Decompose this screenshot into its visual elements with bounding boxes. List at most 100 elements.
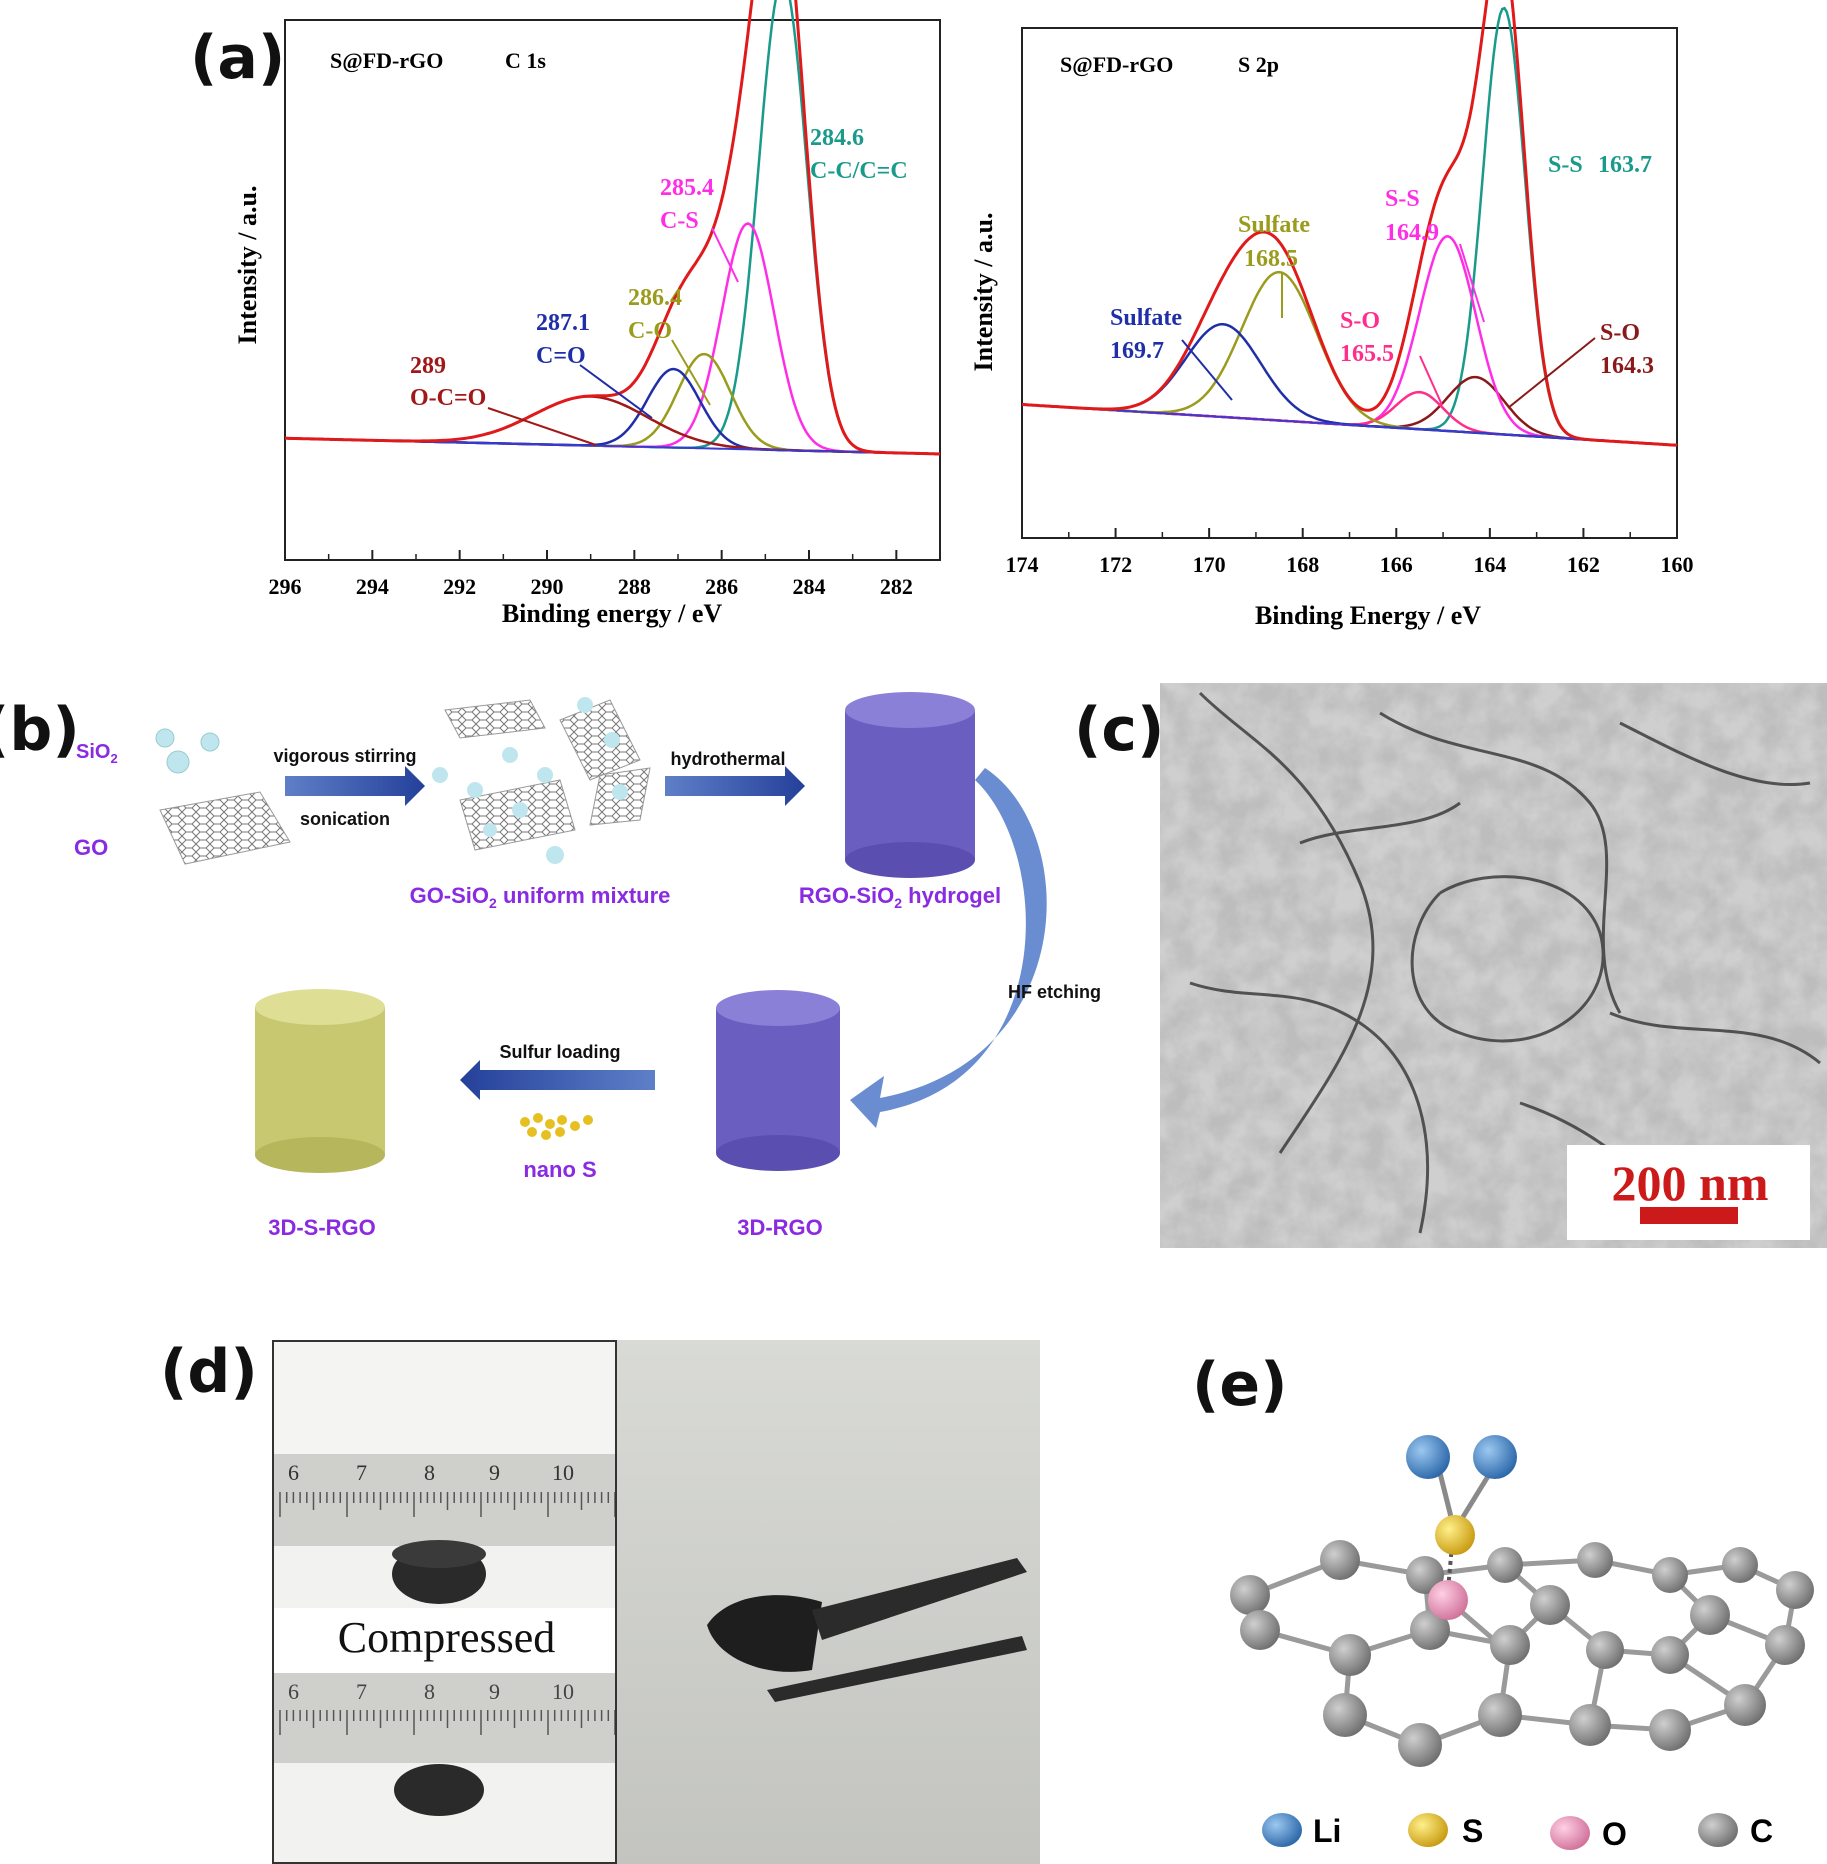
photo-compressed-comparison: 6 7 8 9 10 Compressed 6 7 8 9 10 [272, 1340, 617, 1864]
carbon-atoms [1230, 1540, 1814, 1767]
hydrogel-label: RGO-SiO2 hydrogel [799, 883, 1001, 911]
go-sheet [159, 791, 291, 865]
s2p-ann-so2-value: 165.5 [1340, 341, 1394, 367]
s2p-xlabel: Binding Energy / eV [1255, 601, 1481, 630]
lithium-atom-2 [1473, 1435, 1517, 1479]
rgo-cylinder [716, 990, 840, 1171]
ruler-top-9: 9 [489, 1460, 500, 1485]
panel-label-b: (b) [0, 695, 80, 765]
nano-s-cluster [520, 1113, 593, 1140]
s2p-ann-sulf2-name: Sulfate [1110, 305, 1182, 331]
s2p-ann-so2-name: S-O [1340, 308, 1380, 334]
s2p-xtick-label-168: 168 [1286, 552, 1319, 577]
panel-label-c: (c) [1074, 695, 1165, 765]
tem-image: 200 nm [1160, 683, 1827, 1248]
s2p-pointer-so1 [1507, 337, 1596, 409]
c1s-ann-co-value: 286.4 [628, 285, 682, 311]
ruler-bottom: 6 7 8 9 10 [274, 1679, 615, 1709]
s2p-pointer-ss2 [1459, 243, 1485, 323]
srgo-label: 3D-S-RGO [268, 1215, 376, 1240]
rgo-label: 3D-RGO [737, 1215, 823, 1240]
c1s-ann-cs-name: C-S [660, 208, 699, 234]
s2p-ann-sulf2-value: 169.7 [1110, 338, 1164, 364]
c1s-ann-ocoo-name: O-C=O [410, 385, 486, 411]
ruler-bottom-8: 8 [424, 1679, 435, 1704]
s2p-plot-frame [1021, 27, 1678, 539]
lithium-atom-1 [1406, 1435, 1450, 1479]
c1s-component-curve-1 [285, 222, 941, 456]
s2p-xtick-label-166: 166 [1380, 552, 1413, 577]
scale-bar-label: 200 nm [1612, 1155, 1769, 1211]
ruler-top-10: 10 [552, 1460, 574, 1485]
s2p-ann-sulf1-name: Sulfate [1238, 212, 1310, 238]
ruler-bottom-10: 10 [552, 1679, 574, 1704]
s2p-xtick-label-160: 160 [1661, 552, 1694, 577]
scale-bar-box [1567, 1145, 1810, 1240]
s2p-sample-title: S@FD-rGO [1060, 52, 1173, 77]
sulfur-atom [1435, 1515, 1475, 1555]
c1s-pointer-co [671, 339, 711, 406]
c1s-ann-cc-name: C-C/C=C [810, 158, 908, 184]
molecule-structure: Li S O C [1230, 1435, 1814, 1852]
photo-tweezers [617, 1340, 1040, 1864]
step2-label: hydrothermal [670, 749, 785, 769]
c1s-xtick-label-292: 292 [443, 574, 476, 599]
sio2-label: SiO2 [76, 741, 118, 766]
s2p-xtick-label-162: 162 [1567, 552, 1600, 577]
s2p-baseline [1021, 403, 1678, 447]
c1s-ann-cc-value: 284.6 [810, 125, 864, 151]
step4-label: Sulfur loading [500, 1042, 621, 1062]
legend-li-swatch [1262, 1813, 1302, 1847]
c1s-ann-c=o-value: 287.1 [536, 310, 590, 336]
s2p-ann-ss1-value: 163.7 [1598, 152, 1652, 178]
c1s-region-title: C 1s [505, 48, 546, 73]
atom-legend: Li S O C [1262, 1813, 1773, 1852]
s2p-pointer-sulf2 [1181, 339, 1233, 401]
ruler-bottom-7: 7 [356, 1679, 367, 1704]
c1s-envelope-curve [285, 0, 941, 456]
c1s-xtick-label-294: 294 [356, 574, 389, 599]
scale-bar [1640, 1207, 1738, 1224]
legend-o-swatch [1550, 1816, 1590, 1850]
s2p-ann-so1-value: 164.3 [1600, 353, 1654, 379]
c1s-sample-title: S@FD-rGO [330, 48, 443, 73]
s2p-ann-sulf1-value: 168.5 [1244, 246, 1298, 272]
ruler-top-6: 6 [288, 1460, 299, 1485]
s2p-xtick-label-174: 174 [1006, 552, 1039, 577]
ruler-top-7: 7 [356, 1460, 367, 1485]
c1s-ann-ocoo-value: 289 [410, 353, 446, 379]
compressed-label: Compressed [337, 1613, 556, 1662]
synthesis-scheme: SiO2 GO vigorous stirring sonication GO-… [74, 692, 1101, 1240]
step1-bottom-label: sonication [300, 809, 390, 829]
hydrogel-cylinder [845, 692, 975, 878]
c1s-ann-cs-value: 285.4 [660, 175, 714, 201]
arrow-step2 [665, 766, 805, 806]
legend-c-swatch [1698, 1813, 1738, 1847]
c1s-pointer-cs [711, 227, 739, 283]
aerogel-sample [707, 1595, 822, 1672]
s2p-ann-ss1-name: S-S [1548, 152, 1583, 178]
s2p-envelope-curve [1021, 0, 1678, 447]
s2p-xtick-label-164: 164 [1473, 552, 1506, 577]
go-label: GO [74, 835, 108, 860]
arrow-step4 [460, 1060, 655, 1100]
arrow-hf-etching [850, 768, 1047, 1128]
ruler-bottom-6: 6 [288, 1679, 299, 1704]
legend-c-label: C [1750, 1813, 1773, 1849]
tweezer-arm-bottom [767, 1636, 1027, 1702]
s2p-pointer-so2 [1419, 355, 1443, 406]
step3-label: HF etching [1008, 982, 1101, 1002]
c1s-xtick-label-282: 282 [880, 574, 913, 599]
panel-label-e: (e) [1192, 1350, 1288, 1420]
tem-wrinkles [1189, 691, 1821, 1234]
s2p-xtick-label-172: 172 [1099, 552, 1132, 577]
oxygen-atom [1428, 1580, 1468, 1620]
ruler-top-8: 8 [424, 1460, 435, 1485]
c1s-ann-co-name: C-O [628, 318, 672, 344]
legend-s-label: S [1462, 1813, 1483, 1849]
srgo-cylinder [255, 989, 385, 1173]
ruler-bottom-9: 9 [489, 1679, 500, 1704]
c1s-xtick-label-290: 290 [531, 574, 564, 599]
tweezer-arm-top [812, 1558, 1027, 1640]
